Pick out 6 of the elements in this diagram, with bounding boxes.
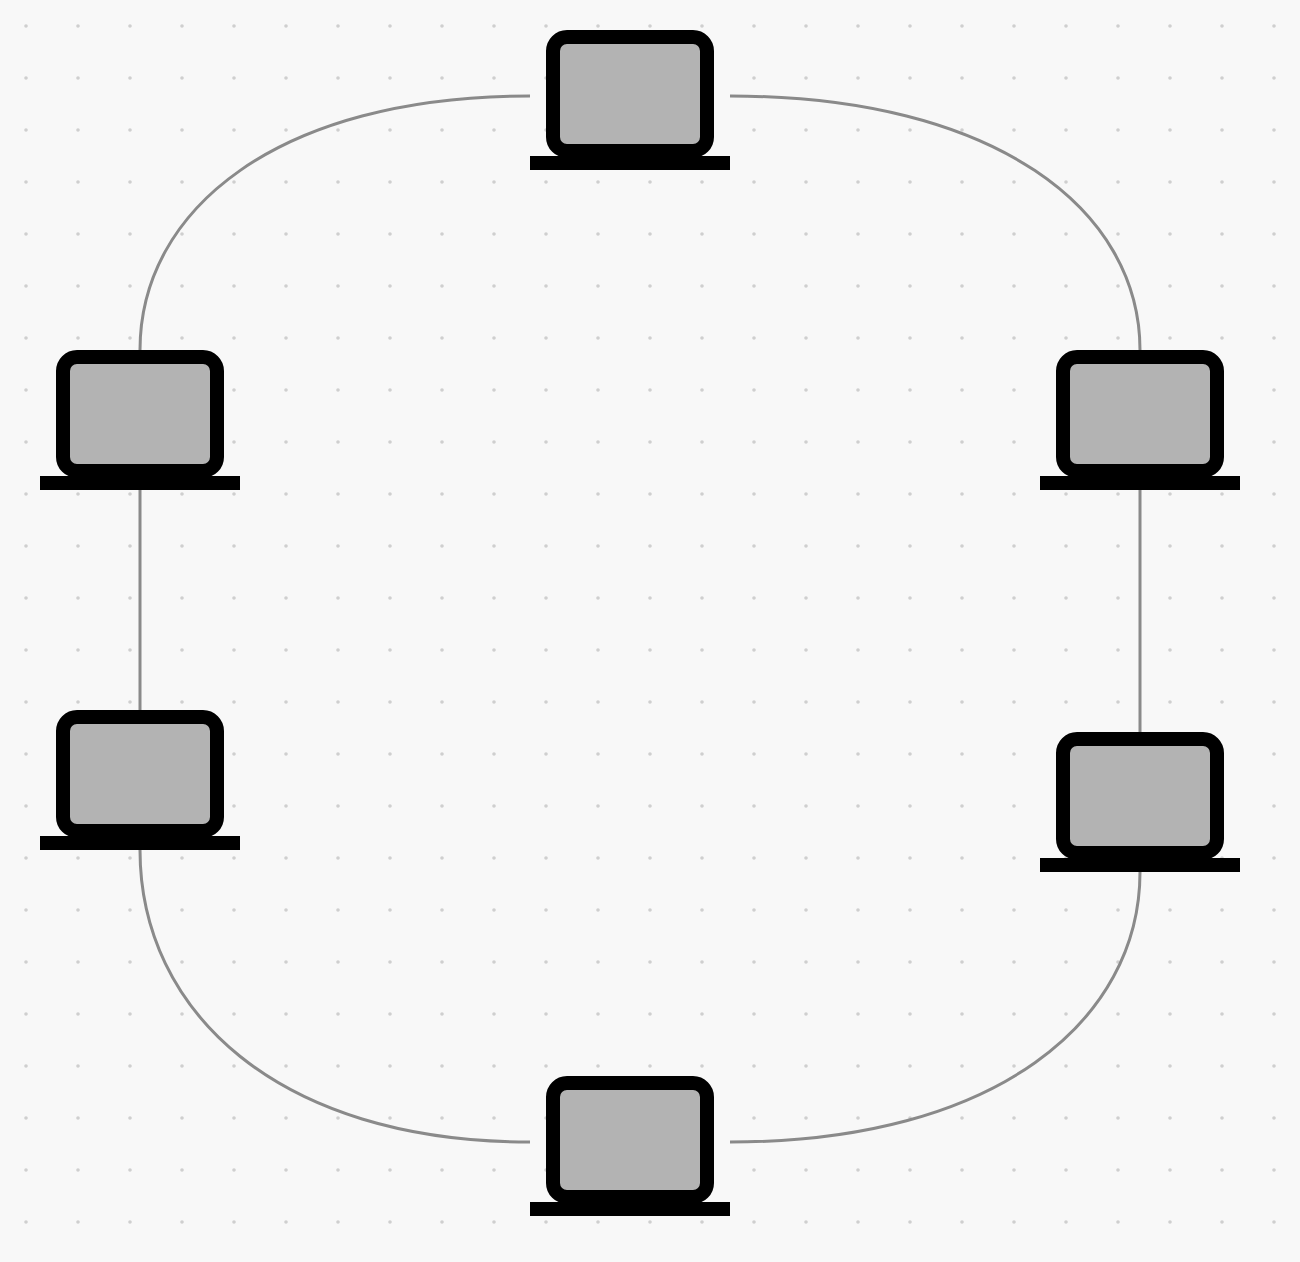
- network-link: [729, 94, 1142, 351]
- network-link: [729, 871, 1142, 1144]
- network-link: [138, 94, 531, 351]
- network-link: [138, 490, 142, 710]
- network-link: [138, 849, 531, 1144]
- network-link: [1138, 490, 1142, 732]
